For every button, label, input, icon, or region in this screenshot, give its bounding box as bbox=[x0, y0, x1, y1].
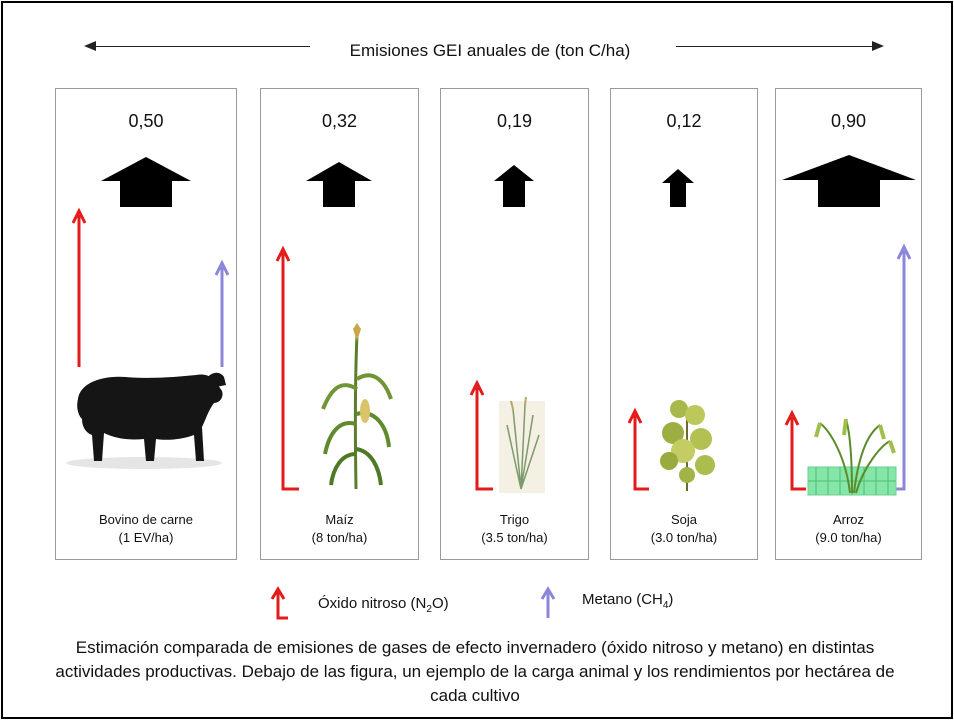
panel-bovino: 0,50 Bovino de carne (1 EV/ha) bbox=[55, 88, 237, 560]
header-arrowhead-right bbox=[872, 41, 884, 51]
nitrous-oxide-arrow-icon bbox=[71, 207, 87, 367]
legend-n2o-subscript: 2 bbox=[426, 604, 432, 615]
header-title: Emisiones GEI anuales de (ton C/ha) bbox=[349, 41, 631, 60]
net-emission-arrow-icon bbox=[101, 157, 191, 207]
soybean-plant-icon bbox=[660, 400, 715, 491]
gas-arrows bbox=[66, 207, 230, 469]
gas-arrows bbox=[784, 243, 912, 496]
activity-name: Soja bbox=[670, 512, 698, 527]
emission-value: 0,19 bbox=[496, 111, 533, 131]
nitrous-oxide-legend-icon bbox=[270, 586, 288, 620]
activity-name: Maíz bbox=[325, 512, 354, 527]
panel-caption: Arroz (9.0 ton/ha) bbox=[776, 511, 921, 547]
figure-caption: Estimación comparada de emisiones de gas… bbox=[55, 638, 895, 705]
legend-ch4-subscript: 4 bbox=[662, 600, 669, 611]
legend-n2o-suffix: O) bbox=[431, 595, 449, 612]
header-arrow-line-right bbox=[676, 46, 874, 47]
corn-plant-icon bbox=[321, 323, 393, 490]
activity-detail: (3.5 ton/ha) bbox=[481, 530, 548, 545]
nitrous-oxide-arrow-icon bbox=[469, 379, 493, 491]
activity-detail: (9.0 ton/ha) bbox=[815, 530, 882, 545]
activity-detail: (3.0 ton/ha) bbox=[650, 530, 718, 545]
activity-name: Bovino de carne bbox=[99, 512, 193, 527]
net-emission-arrow-icon bbox=[782, 155, 916, 207]
legend-n2o-label: Óxido nitroso (N2O) bbox=[318, 594, 449, 620]
panel-caption: Soja (3.0 ton/ha) bbox=[611, 511, 757, 547]
nitrous-oxide-arrow-icon bbox=[627, 407, 649, 491]
panel-arroz: 0,90 Arroz (9.0 ton/ha) bbox=[775, 88, 922, 560]
nitrous-oxide-arrow-icon bbox=[275, 245, 299, 491]
legend-ch4-text: Metano (CH bbox=[582, 591, 663, 608]
emission-value: 0,32 bbox=[321, 111, 358, 131]
legend-ch4-suffix: ) bbox=[668, 591, 674, 608]
header-arrowhead-left bbox=[84, 41, 96, 51]
activity-detail: (8 ton/ha) bbox=[311, 530, 368, 545]
methane-arrow-icon bbox=[214, 259, 230, 367]
methane-arrow-icon bbox=[882, 243, 912, 491]
emission-value: 0,90 bbox=[830, 111, 867, 131]
cattle-icon bbox=[66, 372, 226, 469]
activity-name: Arroz bbox=[832, 512, 865, 527]
gas-arrows bbox=[275, 245, 393, 491]
panel-caption: Trigo (3.5 ton/ha) bbox=[441, 511, 588, 547]
legend-ch4-label: Metano (CH4) bbox=[582, 590, 673, 616]
panel-caption: Bovino de carne (1 EV/ha) bbox=[56, 511, 236, 547]
wheat-plant-icon bbox=[499, 396, 545, 493]
panel-maiz: 0,32 Maíz (8 ton/ha) bbox=[260, 88, 419, 560]
panel-trigo: 0,19 Trigo (3.5 ton/ha) bbox=[440, 88, 589, 560]
gas-arrows bbox=[627, 400, 715, 491]
emission-value: 0,50 bbox=[128, 111, 164, 131]
net-emission-arrow-icon bbox=[306, 162, 372, 207]
activity-detail: (1 EV/ha) bbox=[118, 530, 174, 545]
rice-plant-icon bbox=[807, 418, 897, 496]
nitrous-oxide-arrow-icon bbox=[784, 409, 806, 491]
net-emission-arrow-icon bbox=[662, 169, 694, 207]
legend: Óxido nitroso (N2O) Metano (CH4) bbox=[260, 586, 720, 622]
panel-caption: Maíz (8 ton/ha) bbox=[261, 511, 418, 547]
legend-n2o-text: Óxido nitroso (N bbox=[318, 595, 427, 612]
activity-name: Trigo bbox=[499, 512, 530, 527]
header-arrow-line-left bbox=[90, 46, 310, 47]
panel-soja: 0,12 Soja (3.0 ton/ha) bbox=[610, 88, 758, 560]
methane-legend-icon bbox=[540, 586, 556, 618]
net-emission-arrow-icon bbox=[494, 165, 534, 207]
gas-arrows bbox=[469, 379, 545, 493]
emission-value: 0,12 bbox=[666, 111, 702, 131]
